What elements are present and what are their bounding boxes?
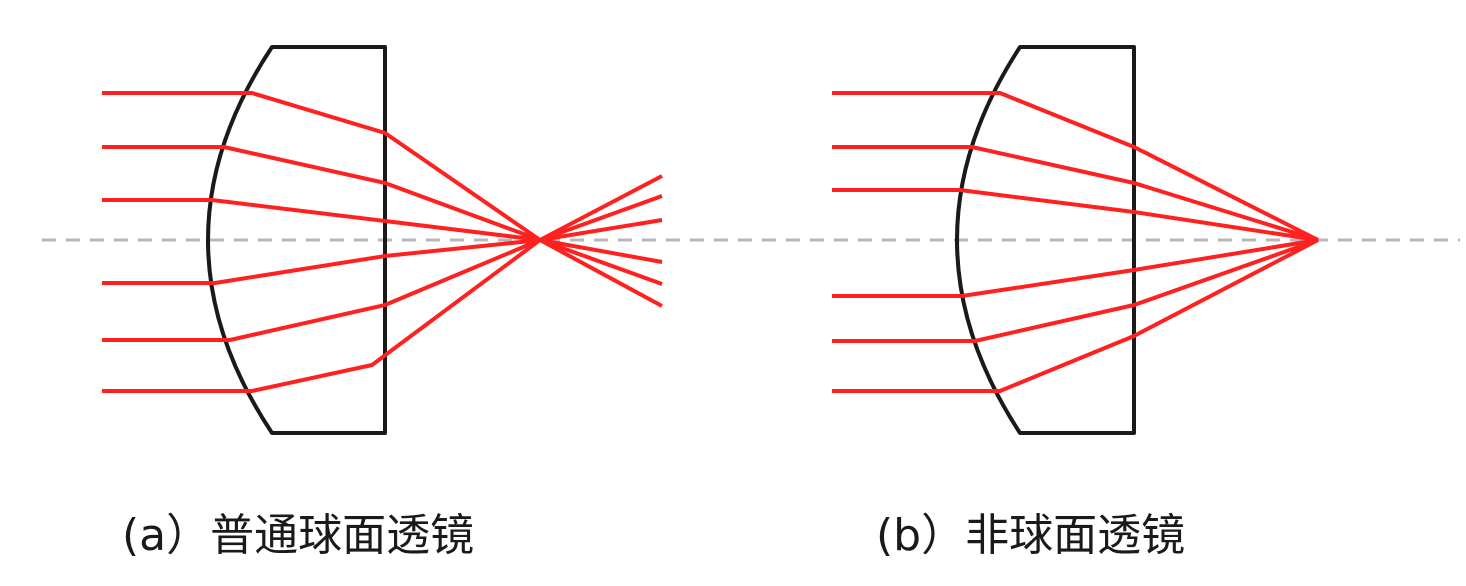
ray-a-6 [102, 174, 663, 393]
ray-b-2 [832, 145, 1319, 242]
lens-b-outline [955, 45, 1136, 435]
ray-a-5 [102, 194, 663, 342]
ray-b-6 [832, 238, 1319, 393]
ray-a-4 [102, 218, 663, 285]
panel-b-aspherical-lens [832, 45, 1319, 435]
ray-a-3 [102, 198, 663, 264]
ray-a-1 [102, 91, 663, 308]
ray-b-3 [832, 188, 1319, 242]
panel-a-spherical-lens [102, 45, 663, 435]
ray-b-1 [832, 91, 1319, 242]
caption-spherical-lens: (a）普通球面透镜 [122, 510, 475, 561]
rays-b [832, 91, 1319, 393]
caption-aspherical-lens: (b）非球面透镜 [876, 510, 1186, 561]
rays-a [102, 91, 663, 393]
ray-a-2 [102, 145, 663, 286]
lens-a-outline [206, 45, 387, 435]
ray-b-5 [832, 238, 1319, 343]
ray-b-4 [832, 238, 1319, 298]
